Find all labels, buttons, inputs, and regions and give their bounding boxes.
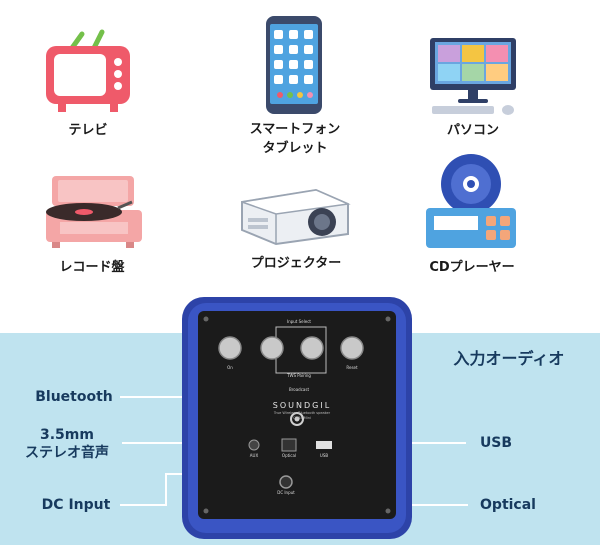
- callout-stereo-line2: ステレオ音声: [25, 445, 109, 461]
- device-label-smartphone: スマートフォン タブレット: [222, 120, 368, 158]
- device-label-smartphone-line1: スマートフォン: [249, 122, 341, 137]
- device-label-cd-player: CDプレーヤー: [429, 260, 515, 275]
- panel-tagline: True Wireless Bluetooth speaker: [273, 411, 331, 415]
- callout-stereo-line1: 3.5mm: [40, 427, 94, 443]
- device-label-projector: プロジェクター: [250, 256, 342, 271]
- speaker-device: SOUNDGIL True Wireless Bluetooth speaker…: [182, 297, 412, 539]
- projector-icon: [241, 188, 351, 246]
- record-player-icon: [46, 176, 142, 248]
- panel-input-select: Input Select: [287, 319, 311, 324]
- panel-brand: SOUNDGIL: [272, 401, 332, 410]
- device-label-tv: テレビ: [68, 123, 108, 138]
- panel-usb-label: USB: [319, 453, 329, 458]
- callout-optical: Optical: [480, 497, 536, 513]
- callout-stereo: 3.5mm ステレオ音声: [12, 426, 122, 462]
- cd-player-icon: [426, 154, 516, 248]
- device-label-record-player: レコード盤: [59, 260, 125, 275]
- input-audio-title: 入力オーディオ: [453, 349, 565, 368]
- panel-tws-pairing: TWS Pairing: [287, 373, 311, 378]
- control-knobs: [218, 336, 364, 360]
- panel-broadcast: Broadcast: [288, 387, 310, 392]
- panel-on-label: On: [227, 365, 233, 370]
- panel-dc-label: DC Input: [277, 490, 295, 495]
- smartphone-icon: [266, 16, 322, 114]
- panel-reset-label: Reset: [346, 365, 358, 370]
- callout-dc-input: DC Input: [41, 497, 111, 513]
- pc-icon: [430, 38, 516, 115]
- callout-usb: USB: [479, 435, 513, 451]
- panel-optical-label: Optical: [281, 453, 297, 458]
- callout-bluetooth: Bluetooth: [35, 389, 113, 405]
- device-label-pc: パソコン: [446, 123, 499, 138]
- device-label-smartphone-line2: タブレット: [262, 141, 328, 156]
- panel-aux-label: AUX: [249, 453, 259, 458]
- panel-model: CUBE Mini: [293, 416, 311, 420]
- tv-icon: [46, 29, 130, 112]
